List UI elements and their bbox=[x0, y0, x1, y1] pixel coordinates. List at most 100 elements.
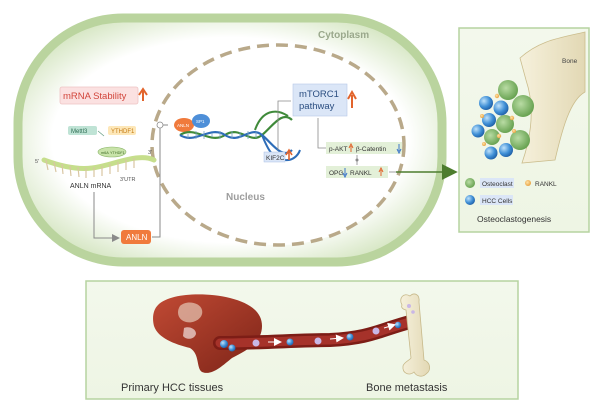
mrna-strand-icon bbox=[41, 155, 157, 171]
legend-rankl-icon bbox=[525, 180, 531, 186]
m6a-label: m6A bbox=[101, 151, 109, 155]
circulating-cell-icon bbox=[372, 327, 380, 335]
circulating-cell-icon bbox=[314, 337, 322, 345]
kif2c-to-mtorc1-line bbox=[277, 100, 291, 150]
liver-tumor-icon bbox=[178, 302, 203, 323]
mtorc1-box bbox=[292, 83, 348, 117]
bone-metastasis-label: Bone metastasis bbox=[366, 382, 448, 394]
kif2c-label: KIF2C bbox=[266, 155, 285, 162]
kif2c-box bbox=[263, 151, 286, 163]
bcatenin-down-arrow-icon bbox=[396, 144, 402, 155]
circulating-hcc-icon bbox=[346, 333, 354, 341]
mtorc1-module: mTORC1 pathway bbox=[292, 83, 357, 149]
mettl3-connector bbox=[97, 130, 105, 137]
osteoclastogenesis-panel: Bone Osteoclast RANKL bbox=[458, 27, 590, 233]
opg-rankl-box bbox=[326, 166, 388, 178]
nuclear-pore-icon bbox=[156, 121, 164, 129]
rankl-label: RANKL bbox=[350, 170, 372, 177]
circulating-hcc-icon bbox=[220, 340, 228, 348]
legend-osteoclast-icon bbox=[465, 178, 475, 188]
flow-arrow-icon bbox=[329, 334, 344, 343]
femur-icon bbox=[400, 293, 430, 377]
junction-dot bbox=[355, 158, 359, 162]
cytoplasm-label: Cytoplasm bbox=[318, 30, 369, 41]
anln-mrna-label: ANLN mRNA bbox=[70, 183, 112, 190]
bone-label: Bone bbox=[562, 58, 578, 65]
ythdf1-label: YTHDF1 bbox=[111, 129, 135, 135]
osteoclast-icon bbox=[484, 129, 500, 145]
up-arrow-icon bbox=[138, 87, 148, 101]
ythdf1-tag bbox=[108, 126, 136, 135]
utr-label: 3'UTR bbox=[120, 177, 135, 183]
akt-catenin-box bbox=[326, 142, 402, 154]
opg-label: OPG bbox=[329, 170, 343, 177]
legend-osteoclast-box bbox=[480, 178, 514, 188]
hcc-cell-cluster bbox=[471, 96, 513, 160]
anln-box-label: ANLN bbox=[126, 233, 148, 242]
kif2c-up-arrow-icon bbox=[285, 148, 293, 160]
legend-rankl-label: RANKL bbox=[535, 181, 557, 188]
rankl-dot-icon bbox=[512, 129, 516, 133]
metastasis-panel-frame bbox=[85, 280, 519, 400]
hcc-cell-icon bbox=[471, 124, 485, 138]
anln-box bbox=[121, 230, 151, 244]
hcc-cell-icon bbox=[484, 146, 498, 160]
mtorc1-label-line2: pathway bbox=[299, 101, 335, 112]
three-prime-label: 3' bbox=[148, 150, 152, 156]
anln-to-nucleus-line bbox=[152, 124, 168, 238]
flow-arrows bbox=[268, 322, 396, 346]
hcc-cell-icon bbox=[493, 100, 509, 116]
opg-down-arrow-icon bbox=[342, 168, 348, 179]
rankl-dots bbox=[480, 93, 516, 146]
femur-shape bbox=[400, 293, 430, 377]
primary-hcc-label: Primary HCC tissues bbox=[121, 382, 224, 394]
circulating-hcc-icon bbox=[394, 321, 402, 329]
rankl-up-arrow-icon bbox=[378, 166, 384, 176]
mettl3-label: Mettl3 bbox=[71, 129, 88, 135]
transcription-module: ANLN SP1 KIF2C bbox=[174, 100, 301, 163]
rankl-dot-icon bbox=[494, 93, 500, 99]
dna-strand-d bbox=[254, 110, 289, 131]
legend-osteoclast-label: Osteoclast bbox=[482, 181, 513, 188]
rankl-dot-icon bbox=[480, 114, 484, 118]
pakt-up-arrow-icon bbox=[348, 142, 354, 152]
five-prime-label: 5' bbox=[35, 159, 39, 165]
legend-hcc-box bbox=[480, 195, 513, 205]
signaling-readout: p-AKT β-Catentin OPG RANKL bbox=[326, 142, 402, 179]
rankl-dot-icon bbox=[496, 133, 502, 139]
anln-nuclear-icon bbox=[174, 118, 194, 132]
dna-base-pairs bbox=[187, 131, 257, 139]
rankl-dot-icon bbox=[482, 142, 486, 146]
circulating-cell-icon bbox=[252, 339, 260, 347]
mrna-stability-box bbox=[59, 86, 139, 105]
liver-lesion-icon bbox=[183, 327, 196, 339]
mrna-bases bbox=[45, 158, 135, 178]
bcatenin-label: β-Catentin bbox=[356, 146, 386, 153]
mtorc1-label-line1: mTORC1 bbox=[299, 89, 339, 100]
sp1-label: SP1 bbox=[196, 119, 205, 124]
osteoclast-icon bbox=[510, 130, 530, 150]
anln-nuclear-label: ANLN bbox=[177, 123, 189, 128]
circulating-hcc-icon bbox=[286, 338, 294, 346]
mrna-stability-label: mRNA Stability bbox=[63, 91, 127, 102]
circulating-cells bbox=[220, 321, 402, 352]
osteoclast-icon bbox=[498, 80, 518, 100]
mtorc1-to-akt-line bbox=[317, 118, 326, 149]
osteoclast-icon bbox=[512, 95, 534, 117]
ythdf1-binding-icon bbox=[97, 146, 127, 158]
pakt-label: p-AKT bbox=[329, 146, 347, 153]
hcc-cell-icon bbox=[479, 96, 493, 110]
metastasis-panel: Primary HCC tissues Bone metastasis bbox=[85, 280, 519, 400]
mtorc1-up-arrow-icon bbox=[347, 89, 357, 108]
osteoclast-icon bbox=[496, 115, 514, 133]
mrna-to-anln-arrow bbox=[93, 192, 120, 242]
flow-arrow-icon bbox=[383, 322, 396, 331]
dna-strand-b bbox=[179, 131, 293, 155]
bone-lesion-icon bbox=[411, 310, 415, 314]
bone-shape-icon bbox=[519, 31, 586, 164]
legend-hcc-icon bbox=[465, 195, 475, 205]
rankl-dot-icon bbox=[509, 115, 515, 121]
mettl3-tag bbox=[68, 126, 97, 135]
bone-lesion-icon bbox=[407, 304, 411, 308]
